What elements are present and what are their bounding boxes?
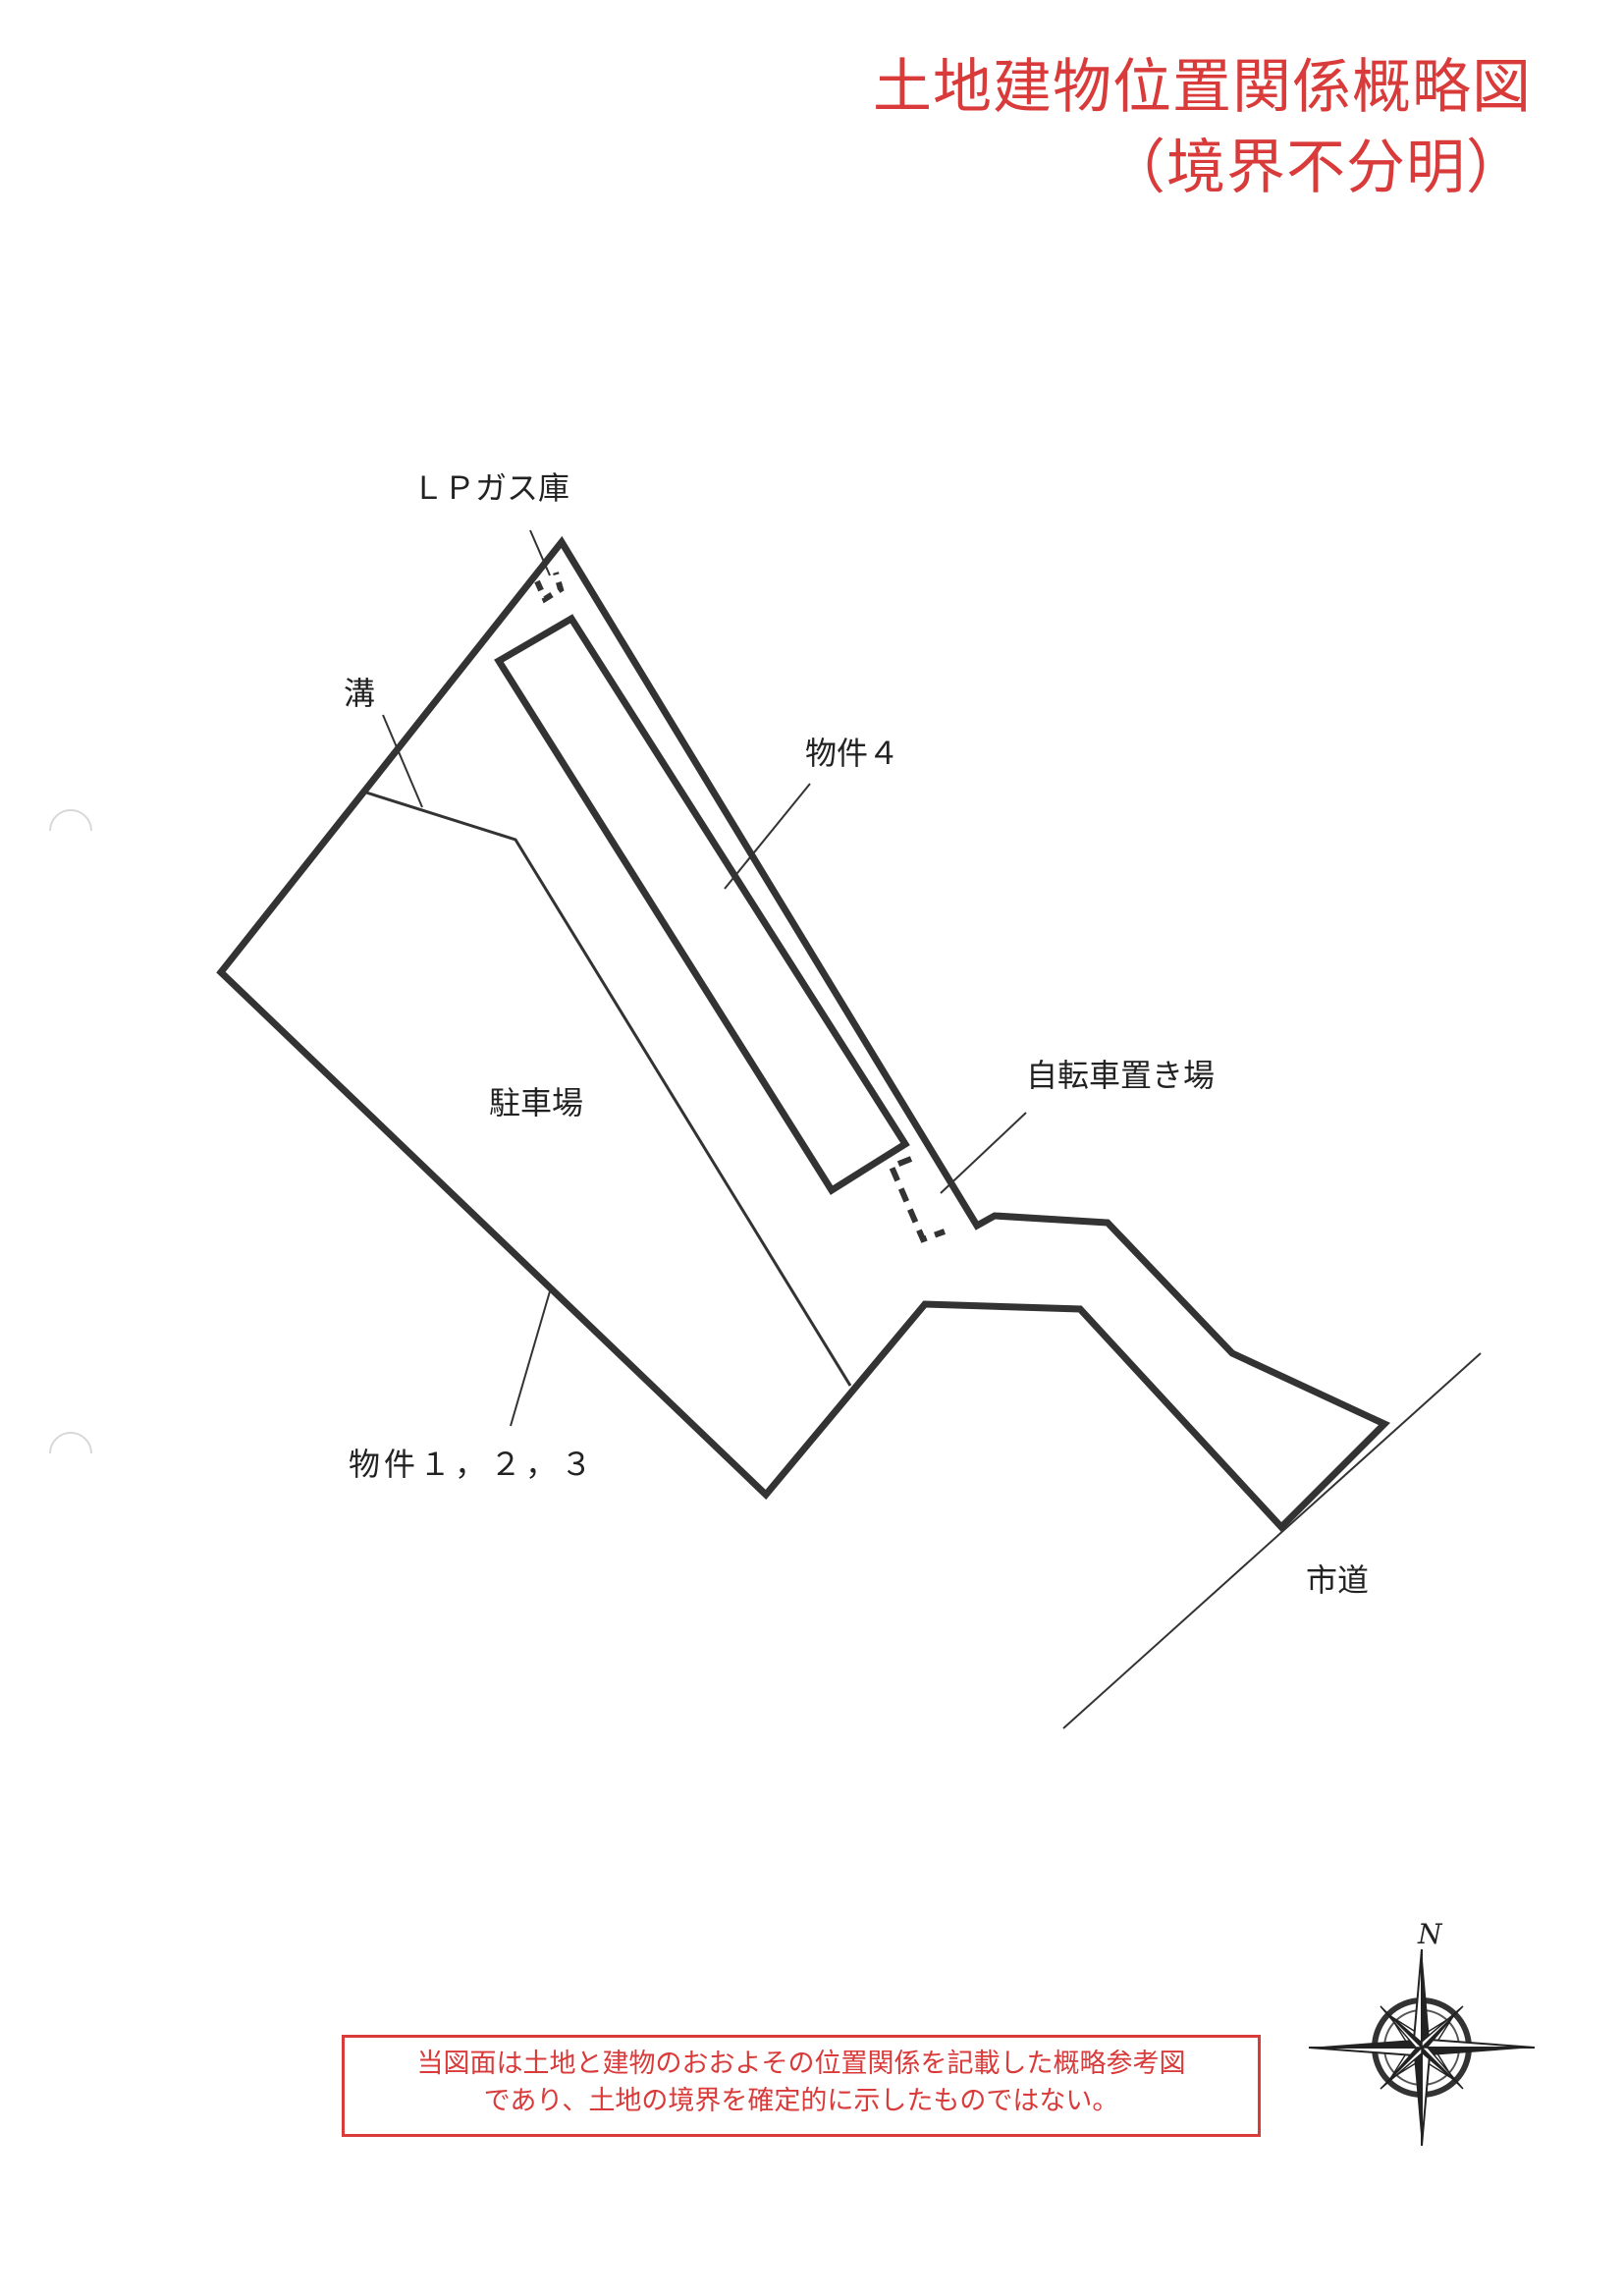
gutter-line — [365, 791, 852, 1387]
label-bicycle-parking: 自転車置き場 — [1026, 1057, 1215, 1094]
north-mark: N — [1417, 1918, 1443, 1950]
label-parking: 駐車場 — [489, 1084, 583, 1121]
label-property-1-2-3: 物件１，２，３ — [349, 1446, 596, 1483]
leader-line-lp-gas — [529, 529, 551, 576]
title-main: 土地建物位置関係概略図 — [873, 53, 1532, 122]
disclaimer-line-2: であり、土地の境界を確定的に示したものではない。 — [483, 2086, 1119, 2116]
bicycle-parking-outline — [888, 1156, 947, 1243]
building-property-4 — [494, 614, 910, 1195]
compass-rose-icon: N — [1308, 1918, 1536, 2147]
leader-line-property-123 — [510, 1290, 551, 1427]
leader-line-gutter — [382, 714, 423, 808]
disclaimer-box: 当図面は土地と建物のおおよその位置関係を記載した概略参考図 であり、土地の境界を… — [342, 2035, 1261, 2137]
diagram-title: 土地建物位置関係概略図 （境界不分明） — [873, 47, 1532, 208]
leader-line-bicycle — [940, 1112, 1027, 1194]
lp-gas-storage-outline — [534, 572, 565, 604]
city-road-line — [1062, 1352, 1482, 1729]
label-gutter: 溝 — [344, 675, 375, 712]
label-city-road: 市道 — [1306, 1561, 1369, 1599]
lot-boundary — [216, 535, 1391, 1533]
label-lp-gas: ＬＰガス庫 — [412, 469, 569, 507]
title-sub: （境界不分明） — [1107, 134, 1526, 202]
disclaimer-line-1: 当図面は土地と建物のおおよその位置関係を記載した概略参考図 — [416, 2049, 1186, 2079]
label-property-4: 物件４ — [805, 735, 899, 772]
leader-line-property-4 — [724, 783, 811, 890]
